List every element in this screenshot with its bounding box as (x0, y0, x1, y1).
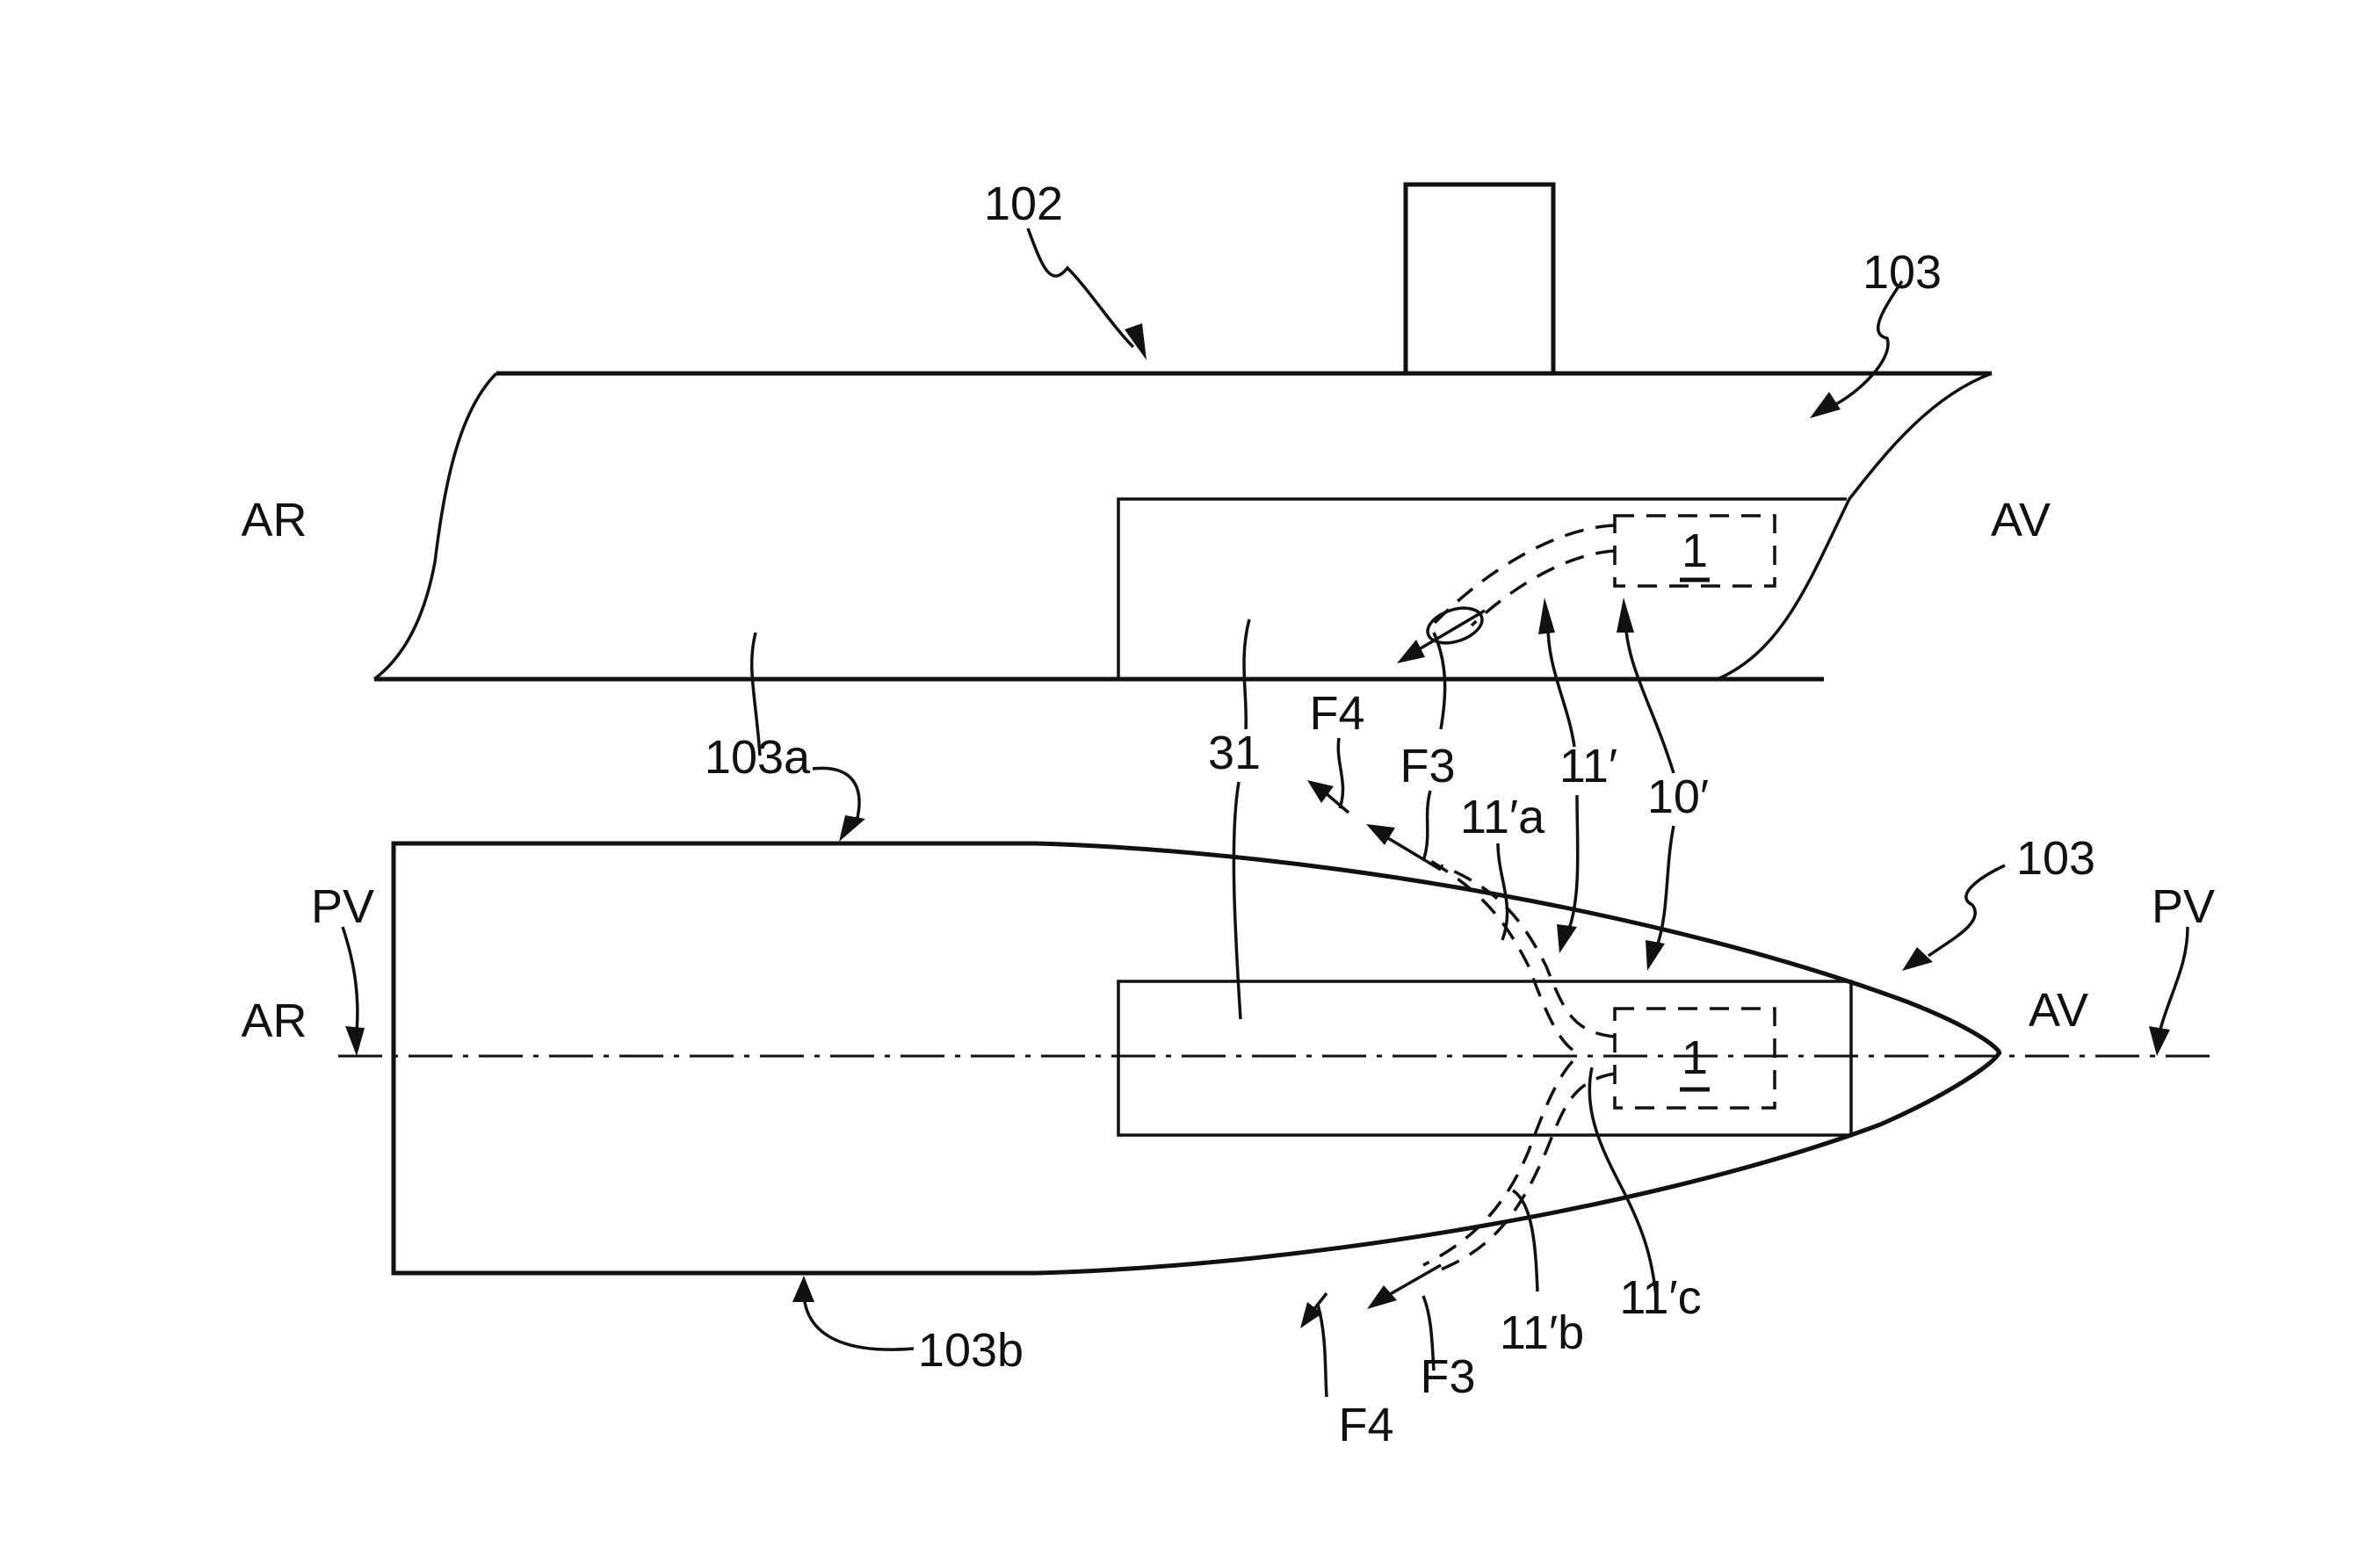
flow-f3-upper-arrow (1378, 831, 1442, 872)
label-f4-top: F4 (1309, 687, 1364, 740)
label-11prime-b: 11′b (1500, 1306, 1584, 1359)
label-103-top: 103 (1863, 246, 1942, 299)
branch-a-inner (1422, 855, 1574, 1052)
branch-b-outer (1440, 1072, 1616, 1271)
leader-103b (802, 1295, 915, 1351)
leader-103b-arrowhead (792, 1276, 814, 1302)
leader-103-lower (1927, 864, 2006, 958)
leader-103-lower-arrowhead (1902, 947, 1933, 971)
flow-f4-upper-arrowhead (1307, 780, 1334, 803)
leader-pv-left (341, 926, 359, 1042)
circuit-pipe-inner (1470, 549, 1616, 627)
leader-11prime-b (1511, 1189, 1539, 1292)
label-av-lower: AV (2029, 984, 2088, 1037)
leader-10prime-lower (1654, 825, 1675, 950)
leader-31-lower (1232, 781, 1242, 1020)
device-box-lower (1613, 1007, 1776, 1110)
leader-103a (749, 632, 762, 756)
stern-cut-curve (373, 372, 498, 681)
label-f3-top: F3 (1400, 740, 1455, 792)
flow-f3-upper-arrowhead (1366, 824, 1395, 845)
label-11prime-a: 11′a (1460, 791, 1545, 843)
label-f3-lower: F3 (1420, 1350, 1475, 1403)
leader-pv-right-arrowhead (2149, 1026, 2170, 1056)
label-102: 102 (984, 177, 1063, 230)
leader-10prime-arrowhead (1617, 597, 1634, 633)
leader-11prime-lower (1566, 794, 1580, 932)
flow-f3-arrowhead (1397, 640, 1425, 663)
leader-pv-right (2158, 926, 2189, 1033)
label-10prime: 10′ (1647, 770, 1709, 823)
branch-a-outer (1440, 864, 1616, 1038)
label-103a: 103a (705, 731, 811, 784)
leader-11prime-lower-arrowhead (1557, 924, 1577, 953)
leader-10prime-lower-arrowhead (1646, 940, 1665, 971)
leader-10prime (1624, 619, 1675, 774)
flow-f4-lower-arrowhead (1300, 1302, 1322, 1328)
label-31: 31 (1208, 727, 1261, 779)
top-view: 1 (241, 737, 2215, 1451)
flow-f3-lower-arrowhead (1367, 1285, 1397, 1309)
bow-curve (1717, 372, 1993, 681)
middle-labels: 103a 31 F4 F3 11′ 10′ 11′a (705, 687, 1709, 843)
side-view: 1 102 103 AR AV (241, 177, 2051, 774)
circuit-pipe-outer (1430, 524, 1616, 627)
label-f4-lower: F4 (1338, 1399, 1393, 1451)
label-av-top: AV (1991, 494, 2051, 546)
leader-103a-lower (812, 766, 861, 822)
label-ar-lower: AR (241, 995, 307, 1047)
label-103-lower: 103 (2016, 832, 2095, 885)
flow-f3-arrow (1409, 609, 1486, 656)
label-pv-right: PV (2152, 880, 2215, 933)
leader-102-arrowhead (1125, 323, 1147, 360)
leader-pv-left-arrowhead (345, 1026, 365, 1056)
leader-11prime-a (1496, 843, 1509, 941)
mast (1403, 182, 1556, 376)
leader-102 (1026, 228, 1135, 349)
leader-f3-upper (1421, 790, 1432, 862)
leader-31 (1242, 619, 1251, 730)
compartment-31 (1117, 980, 1853, 1137)
leader-103-top (1835, 280, 1904, 406)
leader-f3-side (1432, 632, 1447, 730)
label-ar-top: AR (241, 494, 307, 546)
outlet-ellipse (1426, 606, 1484, 645)
label-11prime: 11′ (1559, 740, 1617, 792)
leader-f4-lower (1316, 1304, 1328, 1398)
label-11prime-c: 11′c (1619, 1271, 1701, 1324)
branch-b-inner (1422, 1060, 1574, 1267)
compartment-outline (1117, 497, 1847, 679)
device-label: 1 (1682, 525, 1708, 577)
leader-11prime-arrowhead (1538, 597, 1555, 634)
label-103b: 103b (918, 1324, 1024, 1377)
hull-outline (391, 841, 2002, 1276)
leader-f4-upper (1336, 737, 1345, 809)
leader-103a-lower-arrowhead (839, 815, 865, 842)
leader-11prime (1546, 619, 1576, 748)
leader-103-top-arrowhead (1810, 392, 1841, 418)
device-label-lower: 1 (1682, 1031, 1708, 1084)
leader-11prime-c (1588, 1067, 1658, 1297)
label-pv-left: PV (311, 880, 374, 933)
leader-f3-lower (1421, 1295, 1436, 1371)
